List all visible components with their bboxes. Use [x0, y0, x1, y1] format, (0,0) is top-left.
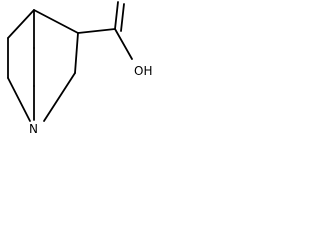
bond-carboxyl-c-to-oh [114, 28, 133, 60]
bond-c3-to-c2 [74, 32, 79, 74]
bond-c2-to-n [43, 72, 76, 122]
quinuclidine-carboxylic-acid-structure: OH N [7, 1, 152, 136]
bond-carboxyl-c-double-o-b [120, 3, 125, 32]
hydroxyl-label: OH [134, 64, 152, 78]
bond-bridgehead-top-to-c3 [33, 9, 79, 34]
bond-c3-to-carboxyl-c [77, 28, 116, 34]
bond-bridgehead-top-to-left-upper [7, 9, 35, 39]
nitrogen-label: N [29, 122, 38, 136]
bond-carboxyl-c-double-o-a [114, 1, 119, 30]
bond-left-lower-to-n [7, 77, 31, 122]
